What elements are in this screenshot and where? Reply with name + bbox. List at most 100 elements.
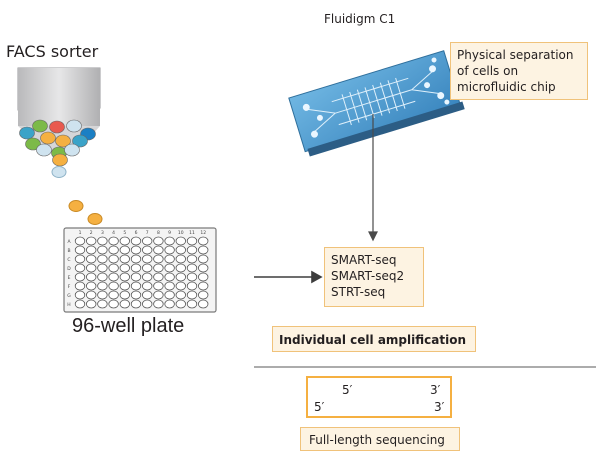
chip-to-methods-arrow [368,114,378,242]
well [119,263,131,273]
well [108,290,119,300]
amplification-box: Individual cell amplification [272,326,476,352]
sorted-cell [64,143,80,157]
well [153,281,164,291]
well [130,236,142,246]
well [108,245,119,255]
well [130,281,142,291]
well [130,290,142,300]
plate-row-label: C [67,257,70,263]
well [97,245,108,255]
plate-row-label: G [67,293,71,299]
well [164,236,175,246]
well [74,236,86,246]
well [175,236,187,246]
plate-column-label: 2 [90,230,93,236]
plate-column-label: 9 [168,230,171,236]
well-plate-label: 96-well plate [72,315,185,337]
well [153,290,164,300]
separation-line-1: Physical separation [457,48,574,62]
full-length-sequencing-box: Full-length sequencing [300,427,460,451]
well [186,281,198,291]
well [175,281,187,291]
method-smart-seq: SMART-seq [331,253,397,267]
well [175,299,187,309]
well [119,281,131,291]
well [74,245,86,255]
well [197,290,209,300]
well [197,254,209,264]
sorted-cell [52,153,68,167]
well [74,272,86,282]
sorted-cell [72,134,88,148]
well [164,299,175,309]
well [97,281,108,291]
well [74,281,86,291]
well [85,299,97,309]
well [197,281,209,291]
fluidigm-chip [288,50,465,157]
plate-column-label: 6 [135,230,138,236]
plate-row-label: B [67,248,70,254]
transcript-top-3prime: 3′ [430,383,441,397]
fluidigm-c1-label: Fluidigm C1 [324,12,396,26]
well [153,245,164,255]
well [74,254,86,264]
well [197,245,209,255]
plate-column-label: 7 [146,230,149,236]
method-strt-seq: STRT-seq [331,285,386,299]
well [97,272,108,282]
sorted-cell [66,119,82,133]
well [141,281,153,291]
well [74,290,86,300]
transcript-box: 5′ 3′ 5′ 3′ [306,376,452,418]
well [197,272,209,282]
well [74,299,86,309]
well [85,290,97,300]
well [153,272,164,282]
well [186,290,198,300]
plate-column-label: 4 [112,230,115,236]
plate-row-label: E [68,275,71,281]
well [197,299,209,309]
well [108,281,119,291]
well [186,254,198,264]
well [119,290,131,300]
well [164,281,175,291]
well [197,236,209,246]
sorted-cell [36,143,52,157]
well [97,236,108,246]
well [85,254,97,264]
well [119,272,131,282]
well [186,245,198,255]
amplification-label: Individual cell amplification [279,333,466,347]
well [186,263,198,273]
well [164,245,175,255]
well [164,254,175,264]
well [197,263,209,273]
plate-to-methods-arrow [254,270,323,284]
well [141,272,153,282]
well [130,245,142,255]
well [186,299,198,309]
plate-row-label: D [67,266,71,272]
well [119,254,131,264]
plate-column-label: 5 [123,230,126,236]
facs-sorter-label: FACS sorter [6,42,99,61]
well [85,281,97,291]
plate-column-label: 10 [178,230,184,236]
well [175,272,187,282]
well [153,263,164,273]
well [108,254,119,264]
transcript-bottom-5prime: 5′ [314,400,325,414]
well [85,272,97,282]
well [175,263,187,273]
well [186,272,198,282]
well [108,299,119,309]
sorted-cell [49,120,65,134]
well [97,290,108,300]
falling-cells [51,166,103,225]
plate-column-label: 1 [79,230,82,236]
separation-line-2: of cells on [457,64,519,78]
